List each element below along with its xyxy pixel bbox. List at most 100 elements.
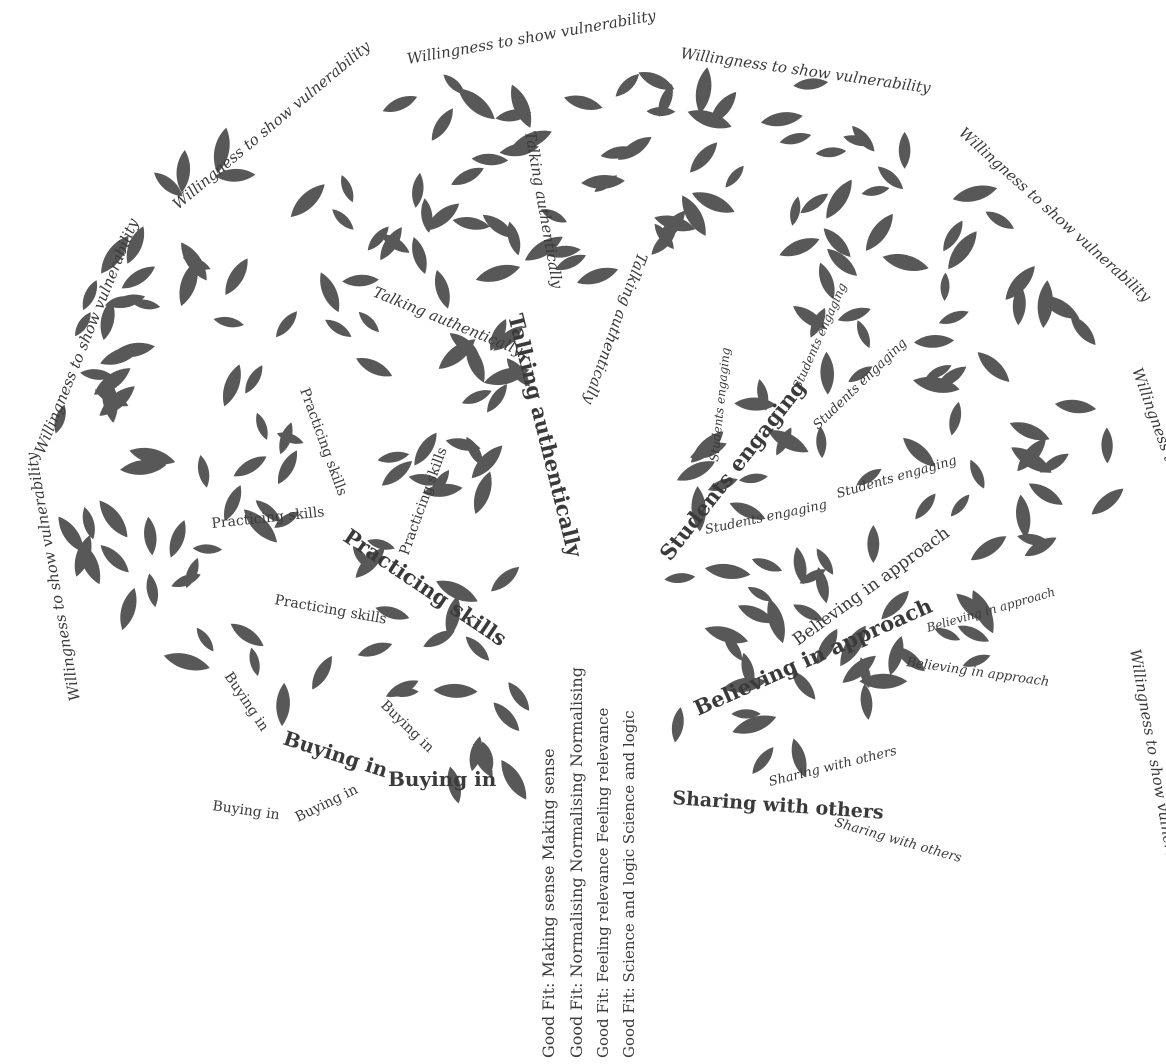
leaf-icon (1054, 397, 1097, 415)
trunk-line-making-sense: Good Fit: Making sense Making sense (539, 748, 558, 1058)
engaging-labels: Students engaging Students engaging Stud… (654, 280, 958, 565)
label-practicing-3: Practicing skills (397, 445, 451, 557)
label-vulnerability-top-left: Willingness to show vulnerability (406, 6, 658, 68)
practicing-labels: Practicing skills Practicing skills Prac… (211, 386, 512, 651)
leaf-icon (286, 179, 330, 222)
label-vulnerability-lower-right: Willingness to show vulnerability (1126, 648, 1166, 900)
leaf-icon (914, 334, 955, 349)
label-engaging-2: Students engaging (790, 280, 850, 391)
leaf-icon (860, 210, 899, 256)
label-sharing-2: Sharing with others (833, 815, 964, 866)
label-buying-3: Buying in (211, 798, 280, 823)
leaf-icon (230, 451, 269, 481)
leaf-icon (315, 270, 345, 315)
leaf-icon (1025, 478, 1066, 510)
label-authentic-1: Talking authentically (521, 130, 567, 291)
leaf-icon (193, 625, 217, 654)
label-vulnerability-right: Willingness to show vulnerability (1128, 365, 1166, 609)
leaf-icon (322, 316, 354, 341)
label-buying-1: Buying in (221, 669, 272, 734)
leaf-icon (704, 561, 752, 582)
leaf-icon (505, 82, 537, 131)
leaf-icon (951, 181, 999, 206)
label-buying-main-2: Buying in (388, 767, 497, 791)
trunk-line-normalising: Good Fit: Normalising Normalising Normal… (567, 667, 586, 1058)
leaf-icon (693, 66, 715, 115)
leaf-icon (911, 490, 939, 522)
leaf-icon (937, 307, 970, 328)
leaf-icon (353, 353, 395, 382)
leaf-icon (116, 586, 141, 632)
leaf-icon (646, 107, 675, 117)
leaf-icon (342, 274, 379, 287)
trunk-line-feeling-relevance: Good Fit: Feeling relevance Feeling rele… (594, 708, 612, 1058)
leaf-icon (272, 308, 301, 341)
leaf-icon (748, 744, 777, 777)
leaf-icon (218, 362, 246, 409)
leaf-icon (859, 683, 874, 720)
leaf-icon (247, 647, 262, 677)
label-authentic-main: Talking authentically (503, 311, 588, 560)
leaf-icon (431, 268, 454, 310)
leaf-icon (487, 562, 523, 595)
label-practicing-main: Practicing skills (339, 523, 511, 651)
leaf-icon (427, 105, 458, 144)
leaf-icon (1036, 280, 1055, 329)
leaf-icon (940, 272, 950, 301)
leaf-icon (778, 130, 812, 147)
leaf-icon (836, 304, 872, 326)
leaf-icon (483, 381, 512, 416)
leaf-icon (820, 176, 858, 223)
leaf-icon (380, 91, 419, 116)
label-engaging-4: Students engaging (704, 497, 829, 538)
label-engaging-5: Students engaging (835, 453, 959, 502)
leaf-icon (241, 363, 267, 397)
leaf-icon (562, 91, 604, 113)
leaf-icon (861, 184, 891, 199)
leaf-icon (722, 163, 747, 191)
label-vulnerability-left: Willingness to show vulnerability (31, 215, 142, 456)
leaf-icon (504, 679, 534, 714)
leaf-icon (983, 207, 1017, 233)
leaf-icon (777, 233, 822, 262)
trunk: Good Fit: Making sense Making sense Good… (539, 667, 638, 1058)
leaf-icon (94, 496, 133, 542)
leaf-icon (449, 163, 487, 190)
leaf-icon (474, 260, 522, 287)
label-vulnerability-lower-left: Willingness to show vulnerability (22, 450, 84, 702)
leaf-icon (685, 138, 722, 177)
leaf-icon (973, 347, 1014, 387)
label-buying-main-1: Buying in (280, 726, 391, 782)
leaf-icon (788, 196, 803, 227)
leaf-icon (96, 541, 133, 577)
sharing-labels: Sharing with others Sharing with others … (672, 743, 964, 866)
leaf-icon (669, 706, 686, 743)
leaf-icon (664, 572, 696, 584)
label-sharing-main: Sharing with others (672, 787, 885, 824)
leaf-icon (273, 447, 302, 487)
leaf-icon (946, 401, 964, 437)
leaf-icon (1101, 427, 1113, 463)
leaf-icon (853, 318, 874, 350)
label-engaging-main: Students engaging (654, 375, 810, 565)
leaf-icon (881, 250, 931, 276)
leaf-icon (820, 351, 835, 394)
leaf-icon (575, 263, 620, 289)
label-practicing-4: Practicing skills (273, 592, 387, 627)
label-sharing-1: Sharing with others (767, 743, 898, 789)
leaf-icon (213, 314, 245, 329)
leaf-icon (356, 309, 383, 336)
leaf-icon (79, 506, 98, 541)
leaf-icon (329, 206, 357, 233)
leaf-icon (760, 109, 804, 129)
leaf-icon (220, 255, 254, 299)
label-engaging-1: Students engaging (707, 346, 733, 462)
leaf-icon (495, 756, 532, 803)
leaf-icon (253, 411, 271, 441)
leaf-icon (144, 573, 161, 608)
leaf-icon (440, 71, 467, 98)
trunk-line-science-logic: Good Fit: Science and logic Science and … (620, 710, 638, 1058)
leaf-icon (162, 648, 212, 675)
label-practicing-1: Practicing skills (296, 386, 350, 498)
